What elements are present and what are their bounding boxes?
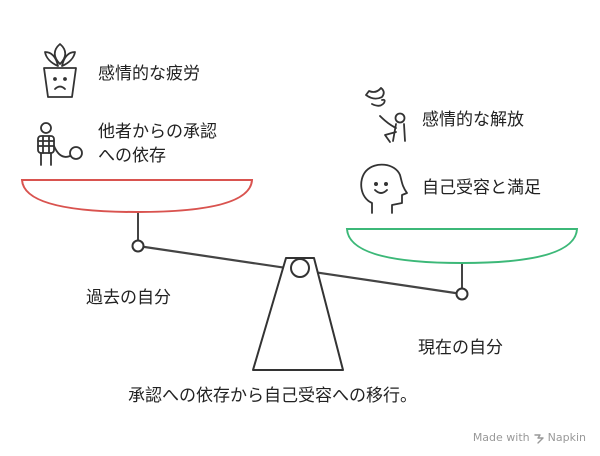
left-pan: [20, 179, 254, 214]
label-approval-dependence: 他者からの承認 への依存: [98, 122, 217, 166]
right-pan: [345, 228, 579, 265]
left-side-title: 過去の自分: [86, 288, 171, 308]
smiling-head-icon: [360, 163, 408, 214]
shackled-person-icon: [37, 122, 83, 166]
label-emotional-release: 感情的な解放: [422, 110, 524, 130]
left-joint: [131, 239, 145, 253]
bird-release-icon: [365, 87, 406, 143]
right-side-title: 現在の自分: [418, 338, 503, 358]
right-joint: [455, 287, 469, 301]
label-emotional-fatigue: 感情的な疲労: [98, 64, 200, 84]
label-self-acceptance: 自己受容と満足: [422, 178, 541, 198]
napkin-logo-icon: [533, 433, 544, 444]
napkin-branding: Made with Napkin: [473, 431, 586, 444]
branding-text: Made with: [472, 431, 530, 444]
branding-brand: Napkin: [547, 431, 586, 444]
wilted-plant-icon: [43, 43, 77, 98]
fulcrum-pivot: [290, 258, 310, 278]
fulcrum: [252, 257, 344, 371]
diagram-caption: 承認への依存から自己受容への移行。: [128, 386, 417, 406]
